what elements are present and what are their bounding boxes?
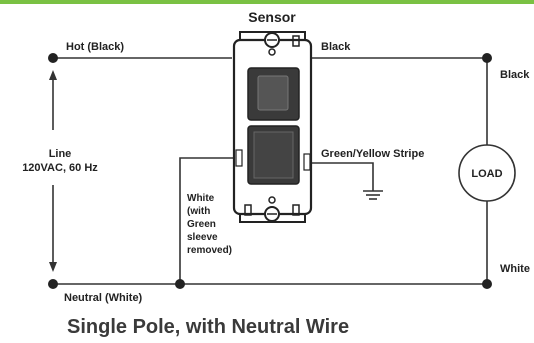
white-sleeve-label-2: (with	[187, 206, 210, 217]
arrow-up-icon	[49, 70, 57, 80]
neutral-label: Neutral (White)	[64, 292, 143, 304]
junction-dot	[48, 53, 58, 63]
junction-dot	[175, 279, 185, 289]
junction-dot	[48, 279, 58, 289]
sensor-device	[232, 31, 313, 223]
white-sleeve-label-4: sleeve	[187, 232, 218, 243]
white-sleeve-label-5: removed)	[187, 245, 232, 256]
white-sleeve-wire	[179, 157, 236, 284]
ground-label: Green/Yellow Stripe	[321, 148, 424, 160]
junction-dot	[482, 279, 492, 289]
line-voltage-label: 120VAC, 60 Hz	[22, 162, 98, 174]
ground-wire	[312, 162, 374, 191]
junction-dot	[482, 53, 492, 63]
hot-label: Hot (Black)	[66, 41, 124, 53]
sensor-label: Sensor	[248, 9, 296, 25]
white-right-label: White	[500, 263, 530, 275]
arrow-down-icon	[49, 262, 57, 272]
load-label: LOAD	[471, 168, 502, 180]
black-top-label: Black	[321, 41, 351, 53]
white-sleeve-label-1: White	[187, 193, 215, 204]
black-right-label: Black	[500, 69, 530, 81]
line-label: Line	[49, 148, 72, 160]
load-circle	[458, 144, 516, 202]
white-sleeve-label-3: Green	[187, 219, 216, 230]
accent-top-bar	[0, 0, 534, 4]
diagram-title: Single Pole, with Neutral Wire	[67, 316, 350, 338]
